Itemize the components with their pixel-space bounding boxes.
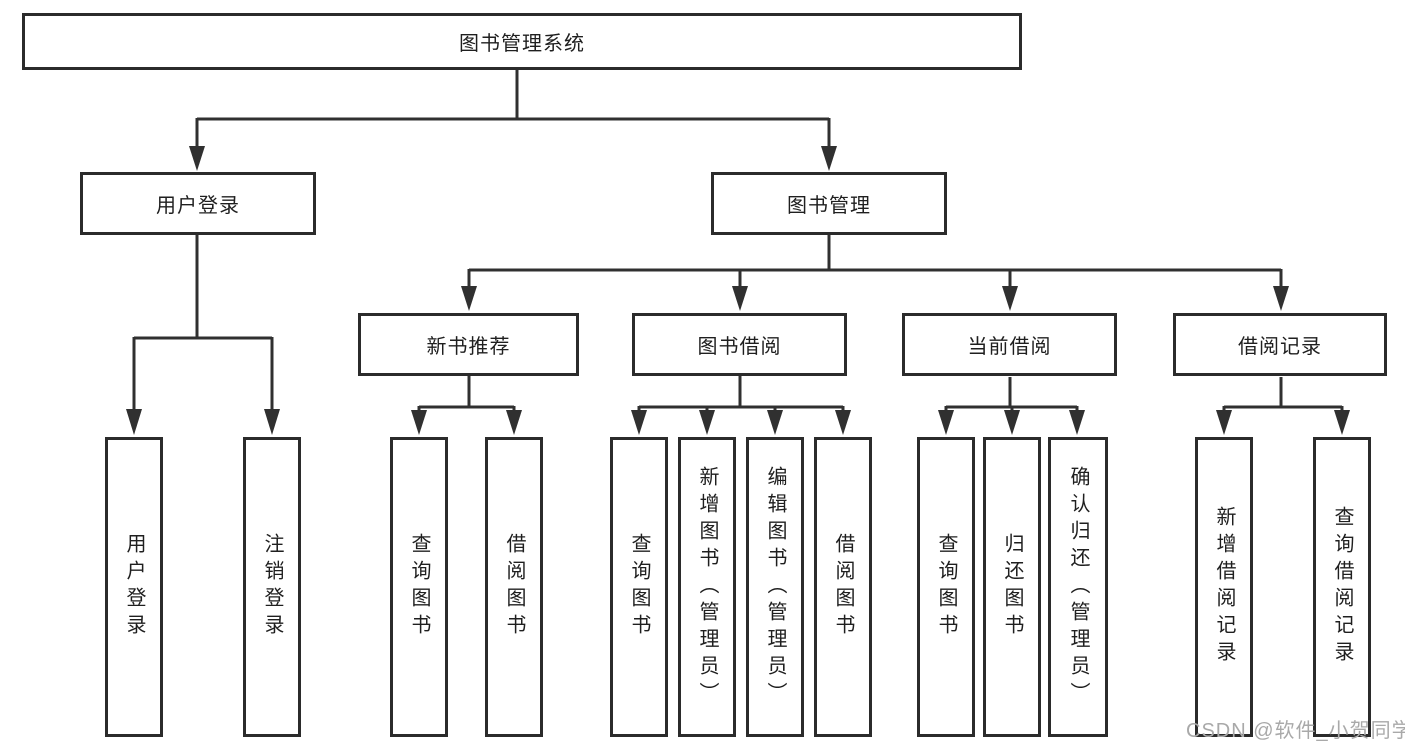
leaf-borrow-book-borrow-label: 借阅图书 bbox=[832, 533, 854, 641]
node-book-borrow: 图书借阅 bbox=[632, 313, 847, 376]
leaf-return-book: 归还图书 bbox=[983, 437, 1041, 737]
node-new-book-rec: 新书推荐 bbox=[358, 313, 579, 376]
arrowheads bbox=[126, 146, 1350, 435]
leaf-query-borrow-record-label: 查询借阅记录 bbox=[1331, 506, 1353, 668]
node-current-borrow-label: 当前借阅 bbox=[967, 336, 1052, 358]
node-user-login-label: 用户登录 bbox=[156, 195, 240, 217]
leaf-borrow-book-rec-label: 借阅图书 bbox=[503, 533, 525, 641]
node-borrow-records-label: 借阅记录 bbox=[1238, 336, 1322, 358]
leaf-logout: 注销登录 bbox=[243, 437, 301, 737]
leaf-query-book-borrow-label: 查询图书 bbox=[628, 533, 650, 641]
node-book-borrow-label: 图书借阅 bbox=[697, 336, 782, 358]
leaf-return-book-label: 归还图书 bbox=[1001, 533, 1023, 641]
leaf-logout-label: 注销登录 bbox=[261, 533, 283, 641]
leaf-borrow-book-rec: 借阅图书 bbox=[485, 437, 543, 737]
leaf-borrow-book-borrow: 借阅图书 bbox=[814, 437, 872, 737]
leaf-query-book-rec: 查询图书 bbox=[390, 437, 448, 737]
node-book-mgmt-label: 图书管理 bbox=[787, 195, 871, 217]
leaf-query-book-borrow: 查询图书 bbox=[610, 437, 668, 737]
watermark: CSDN @软件_小贺同学 bbox=[1186, 720, 1405, 742]
node-book-mgmt: 图书管理 bbox=[711, 172, 947, 235]
leaf-confirm-return-admin-label: 确认归还（管理员） bbox=[1067, 465, 1089, 709]
node-root: 图书管理系统 bbox=[22, 13, 1022, 70]
leaf-query-borrow-record: 查询借阅记录 bbox=[1313, 437, 1371, 737]
leaf-edit-book-admin-label: 编辑图书（管理员） bbox=[764, 465, 786, 709]
leaf-add-borrow-record: 新增借阅记录 bbox=[1195, 437, 1253, 737]
leaf-query-book-rec-label: 查询图书 bbox=[408, 533, 430, 641]
leaf-query-book-current-label: 查询图书 bbox=[935, 533, 957, 641]
leaf-add-book-admin-label: 新增图书（管理员） bbox=[696, 465, 718, 709]
node-new-book-rec-label: 新书推荐 bbox=[426, 336, 511, 358]
node-borrow-records: 借阅记录 bbox=[1173, 313, 1387, 376]
node-root-label: 图书管理系统 bbox=[459, 33, 585, 55]
leaf-add-book-admin: 新增图书（管理员） bbox=[678, 437, 736, 737]
leaf-user-login: 用户登录 bbox=[105, 437, 163, 737]
leaf-user-login-label: 用户登录 bbox=[123, 533, 145, 641]
leaf-add-borrow-record-label: 新增借阅记录 bbox=[1213, 506, 1235, 668]
node-user-login: 用户登录 bbox=[80, 172, 316, 235]
node-current-borrow: 当前借阅 bbox=[902, 313, 1117, 376]
leaf-edit-book-admin: 编辑图书（管理员） bbox=[746, 437, 804, 737]
leaf-query-book-current: 查询图书 bbox=[917, 437, 975, 737]
leaf-confirm-return-admin: 确认归还（管理员） bbox=[1048, 437, 1108, 737]
